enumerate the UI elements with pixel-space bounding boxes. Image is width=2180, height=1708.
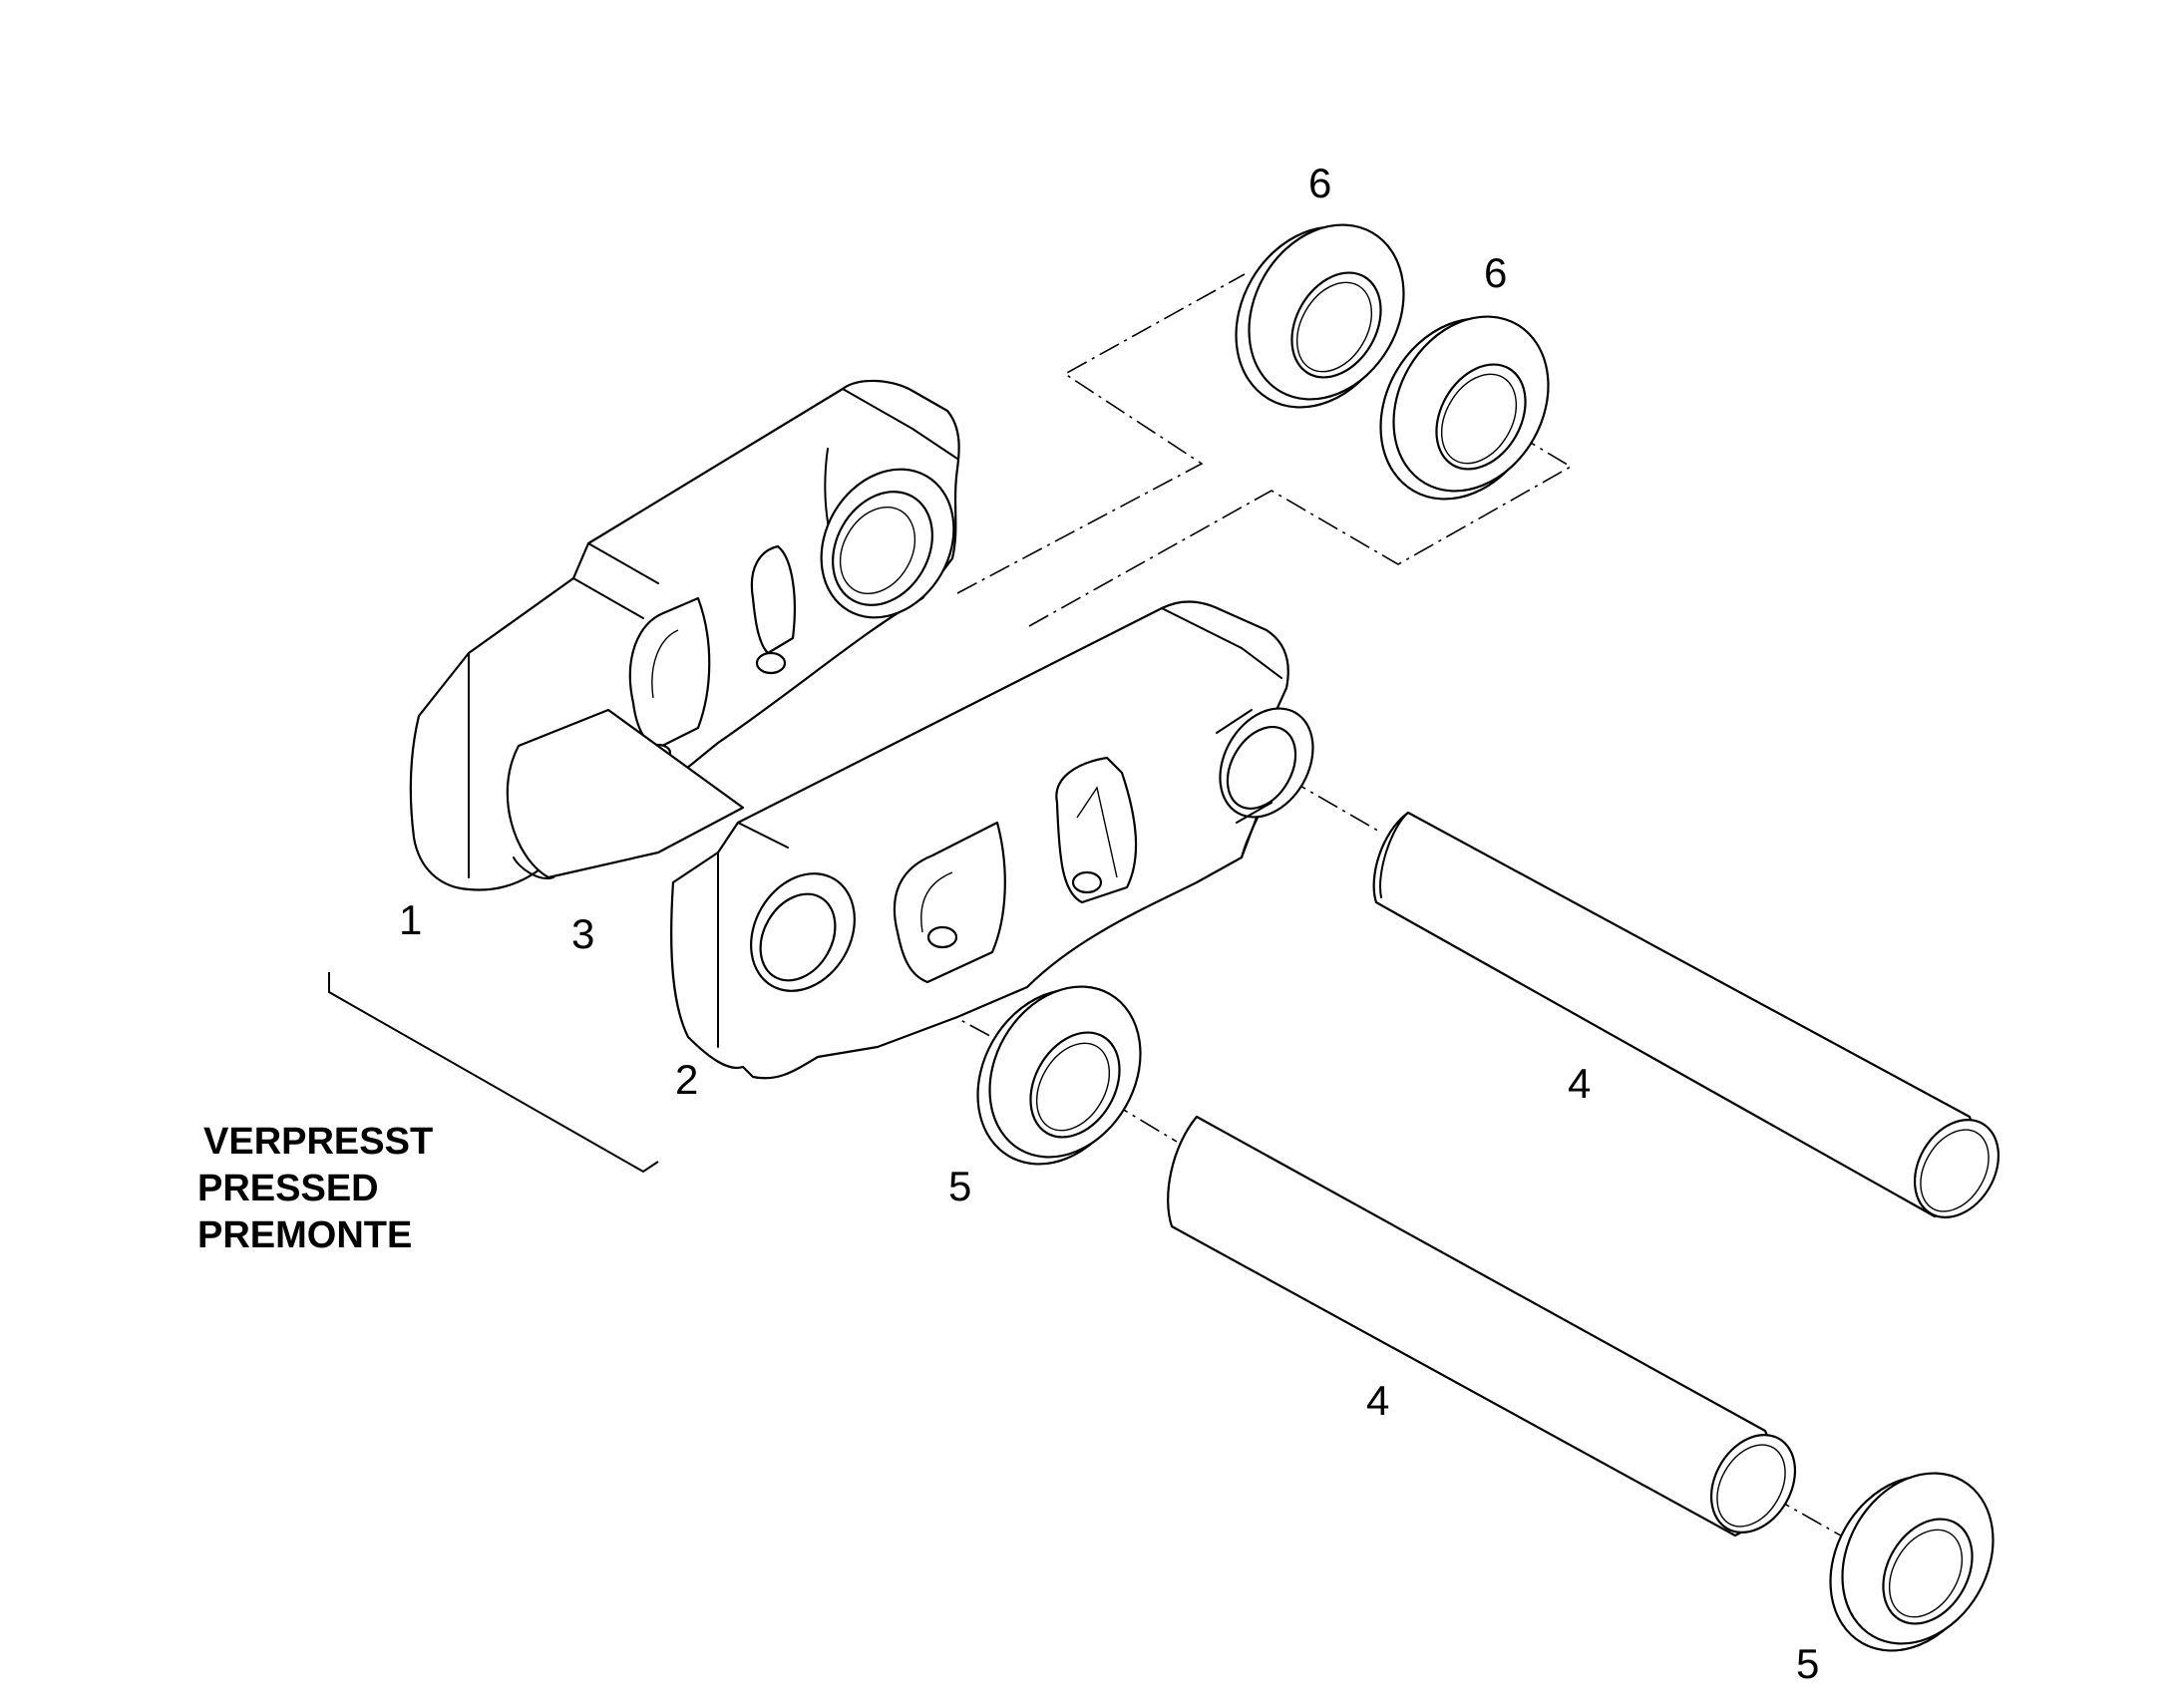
callout-5-end: 5	[1796, 1640, 1819, 1687]
callout-6-right: 6	[1484, 249, 1507, 296]
pin-lower	[1167, 1115, 1797, 1537]
callout-2: 2	[675, 1056, 698, 1103]
washer-middle	[976, 985, 1142, 1166]
callout-1: 1	[399, 896, 422, 943]
washer-end	[1829, 1472, 1995, 1652]
caption-line-french: PREMONTE	[197, 1214, 412, 1256]
seal-ring-upper-right	[1379, 315, 1550, 501]
axis-upper-seal	[956, 273, 1246, 594]
bushing	[506, 708, 745, 879]
bushing-body	[506, 708, 745, 879]
callout-4-upper: 4	[1568, 1060, 1591, 1107]
axis-lower-seal	[1028, 418, 1573, 627]
caption-line-german: VERPRESST	[203, 1121, 433, 1163]
axis-end-washer	[1769, 1495, 1886, 1561]
callout-3: 3	[571, 910, 594, 957]
callout-5-middle: 5	[948, 1163, 971, 1209]
axis-right-pin	[1285, 777, 1382, 834]
pressed-caption: VERPRESST PRESSED PREMONTE	[197, 1121, 433, 1256]
callout-4-lower: 4	[1366, 1377, 1389, 1424]
caption-line-english: PRESSED	[197, 1168, 379, 1209]
front-link	[670, 600, 1314, 1080]
callouts: 1 3 2 4 4 5 5 6 6	[399, 160, 1819, 1687]
pin-upper	[1372, 811, 2000, 1218]
seal-ring-upper-left	[1235, 223, 1405, 409]
pressed-bracket	[328, 972, 659, 1174]
callout-6-left: 6	[1308, 160, 1331, 206]
